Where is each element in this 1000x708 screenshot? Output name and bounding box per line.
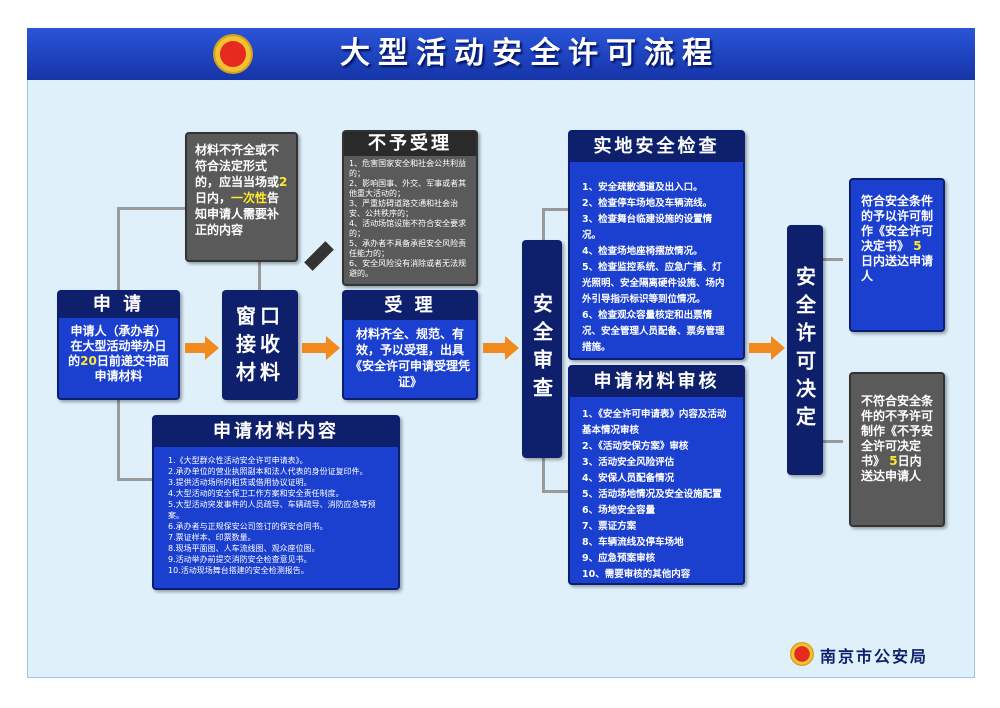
list-item: 4、活动场馆设施不符合安全要求的； bbox=[349, 219, 467, 238]
list-item: 7.票证样本、印票数量。 bbox=[168, 533, 256, 542]
list-item: 1、安全疏散通道及出入口。 bbox=[582, 182, 703, 193]
list-item: 4、检查场地座椅摆放情况。 bbox=[582, 246, 703, 257]
flow-arrow bbox=[749, 343, 771, 353]
accept-box: 受 理 材料齐全、规范、有效，予以受理，出具《安全许可申请受理凭证》 bbox=[342, 290, 478, 400]
list-item: 8.现场平面图、人车流线图、观众座位图。 bbox=[168, 544, 320, 553]
reject-box: 不予受理 1、危害国家安全和社会公共利益的；2、影响国事、外交、军事或者其他重大… bbox=[342, 130, 478, 286]
connector-line bbox=[542, 458, 545, 492]
materials-box: 申请材料内容 1.《大型群众性活动安全许可申请表》。 2.承办单位的营业执照副本和… bbox=[152, 415, 400, 590]
connector-line bbox=[117, 207, 120, 290]
police-emblem-icon bbox=[213, 34, 253, 74]
safety-review-box: 安全审查 bbox=[522, 240, 562, 458]
arrow-right-icon bbox=[326, 336, 340, 360]
list-item: 9.活动举办前提交消防安全检查意见书。 bbox=[168, 555, 312, 564]
incomplete-text: 材料不齐全或不符合法定形式的，应当当场或2日内，一次性告知申请人需要补正的内容 bbox=[195, 143, 288, 237]
list-item: 10、需要审核的其他内容 bbox=[582, 569, 691, 580]
site-check-box: 实地安全检查 1、安全疏散通道及出入口。 2、检查停车场地及车辆流线。 3、检查舞台… bbox=[568, 130, 745, 360]
police-emblem-icon bbox=[790, 642, 814, 666]
incomplete-notice-box: 材料不齐全或不符合法定形式的，应当当场或2日内，一次性告知申请人需要补正的内容 bbox=[185, 132, 298, 262]
doc-review-box: 申请材料审核 1、《安全许可申请表》内容及活动基本情况审核 2、《活动安保方案》审… bbox=[568, 365, 745, 585]
arrow-right-icon bbox=[205, 336, 219, 360]
site-check-title: 实地安全检查 bbox=[570, 132, 743, 162]
permit-decision-box: 安全许可决定 bbox=[787, 225, 823, 475]
list-item: 8、车辆流线及停车场地 bbox=[582, 537, 684, 548]
site-check-list: 1、安全疏散通道及出入口。 2、检查停车场地及车辆流线。 3、检查舞台临建设施的设置… bbox=[570, 162, 743, 374]
doc-review-list: 1、《安全许可申请表》内容及活动基本情况审核 2、《活动安保方案》审核 3、活动安全… bbox=[570, 397, 743, 593]
apply-box: 申 请 申请人（承办者）在大型活动举办日的20日前递交书面申请材料 bbox=[57, 290, 180, 400]
list-item: 1、《安全许可申请表》内容及活动基本情况审核 bbox=[582, 409, 727, 436]
materials-list: 1.《大型群众性活动安全许可申请表》。 2.承办单位的营业执照副本和法人代表的身份… bbox=[154, 447, 398, 584]
flow-arrow bbox=[185, 343, 205, 353]
list-item: 6、场地安全容量 bbox=[582, 505, 656, 516]
list-item: 6、检查观众容量核定和出票情况、安全管理人员配备、票务管理措施。 bbox=[582, 310, 725, 353]
list-item: 2、影响国事、外交、军事或者其他重大活动的； bbox=[349, 179, 467, 198]
apply-title: 申 请 bbox=[59, 292, 178, 318]
header-band bbox=[27, 28, 975, 80]
list-item: 7、票证方案 bbox=[582, 521, 637, 532]
accept-text: 材料齐全、规范、有效，予以受理，出具《安全许可申请受理凭证》 bbox=[350, 327, 471, 389]
list-item: 4、安保人员配备情况 bbox=[582, 473, 675, 484]
list-item: 5、承办者不具备承担安全风险责任能力的； bbox=[349, 239, 467, 258]
accept-title: 受 理 bbox=[344, 292, 476, 320]
list-item: 10.活动现场舞台搭建的安全检测报告。 bbox=[168, 566, 309, 575]
grant-text: 符合安全条件的予以许可制作《安全许可决定书》 5日内送达申请人 bbox=[861, 194, 934, 283]
flow-arrow bbox=[302, 343, 326, 353]
apply-text: 申请人（承办者）在大型活动举办日的20日前递交书面申请材料 bbox=[68, 324, 169, 383]
flow-arrow bbox=[483, 343, 505, 353]
connector-line bbox=[542, 490, 568, 493]
grant-box: 符合安全条件的予以许可制作《安全许可决定书》 5日内送达申请人 bbox=[849, 178, 945, 332]
connector-line bbox=[117, 207, 185, 210]
reject-title: 不予受理 bbox=[344, 132, 476, 156]
arrow-right-icon bbox=[505, 336, 519, 360]
list-item: 2、检查停车场地及车辆流线。 bbox=[582, 198, 713, 209]
list-item: 2.承办单位的营业执照副本和法人代表的身份证复印件。 bbox=[168, 467, 368, 476]
footer-org: 南京市公安局 bbox=[820, 647, 929, 666]
materials-title: 申请材料内容 bbox=[154, 417, 398, 447]
list-item: 2、《活动安保方案》审核 bbox=[582, 441, 689, 452]
list-item: 1、危害国家安全和社会公共利益的； bbox=[349, 159, 467, 178]
connector-line bbox=[117, 478, 152, 481]
list-item: 6.承办者与正规保安公司签订的保安合同书。 bbox=[168, 522, 328, 531]
list-item: 3、检查舞台临建设施的设置情况。 bbox=[582, 214, 713, 241]
list-item: 5、活动场地情况及安全设施配置 bbox=[582, 489, 722, 500]
list-item: 5.大型活动突发事件的人员疏导、车辆疏导、消防应急等预案。 bbox=[168, 500, 376, 520]
list-item: 6、安全风险没有消除或者无法规避的。 bbox=[349, 259, 467, 278]
connector-line bbox=[823, 440, 843, 443]
arrow-right-icon bbox=[771, 336, 785, 360]
connector-line bbox=[258, 262, 261, 290]
connector-line bbox=[542, 208, 545, 240]
connector-line bbox=[117, 400, 120, 480]
list-item: 1.《大型群众性活动安全许可申请表》。 bbox=[168, 456, 308, 465]
window-receive-box: 窗口接收材料 bbox=[222, 290, 298, 400]
deny-text: 不符合安全条件的不予许可制作《不予安全许可决定书》 5日内送达申请人 bbox=[861, 394, 934, 483]
list-item: 3.提供活动场所的租赁或借用协议证明。 bbox=[168, 478, 312, 487]
doc-review-title: 申请材料审核 bbox=[570, 367, 743, 397]
connector-line bbox=[542, 208, 568, 211]
list-item: 3、活动安全风险评估 bbox=[582, 457, 675, 468]
list-item: 9、应急预案审核 bbox=[582, 553, 656, 564]
list-item: 4.大型活动的安全保卫工作方案和安全责任制度。 bbox=[168, 489, 344, 498]
page-title: 大型活动安全许可流程 bbox=[340, 36, 720, 71]
reject-list: 1、危害国家安全和社会公共利益的；2、影响国事、外交、军事或者其他重大活动的；3… bbox=[344, 156, 476, 282]
list-item: 3、严重妨碍道路交通和社会治安、公共秩序的； bbox=[349, 199, 459, 218]
deny-box: 不符合安全条件的不予许可制作《不予安全许可决定书》 5日内送达申请人 bbox=[849, 372, 945, 527]
list-item: 5、检查监控系统、应急广播、灯光照明、安全隔离硬件设施、场内外引导指示标识等到位… bbox=[582, 262, 725, 305]
connector-line bbox=[823, 258, 843, 261]
